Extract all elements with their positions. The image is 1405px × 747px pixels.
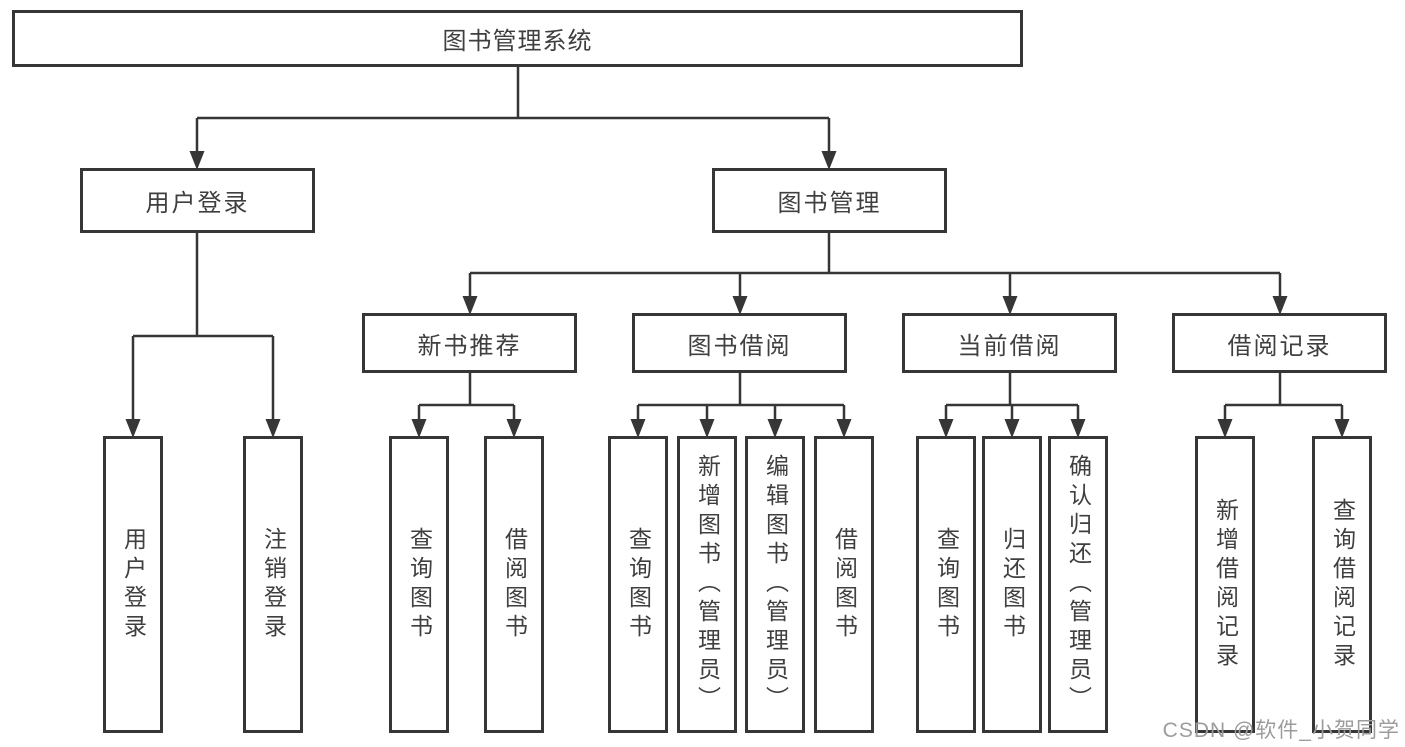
leaf-edit-books-admin: 编辑图书（管理员） [745, 436, 805, 733]
edge-root-to-level2 [195, 67, 831, 158]
leaf-user-login: 用户登录 [103, 436, 163, 733]
leaf-recommend-query-books: 查询图书 [389, 436, 449, 733]
leaf-recommend-borrow-books: 借阅图书 [484, 436, 544, 733]
node-user-login: 用户登录 [80, 168, 315, 233]
node-borrow-records: 借阅记录 [1172, 313, 1387, 373]
leaf-logout: 注销登录 [243, 436, 303, 733]
leaf-add-books-admin-label: 新增图书（管理员） [694, 454, 721, 715]
leaf-add-borrow-record: 新增借阅记录 [1195, 436, 1255, 733]
csdn-watermark: CSDN @软件_小贺同学 [1162, 719, 1400, 742]
node-new-book-recommend: 新书推荐 [362, 313, 577, 373]
leaf-confirm-return-admin-label: 确认归还（管理员） [1065, 454, 1092, 715]
leaf-recommend-borrow-books-label: 借阅图书 [501, 526, 528, 643]
leaf-current-query-books-label: 查询图书 [933, 526, 960, 643]
node-book-borrow: 图书借阅 [632, 313, 847, 373]
edge-new-book-recommend [417, 373, 516, 426]
leaf-current-query-books: 查询图书 [916, 436, 976, 733]
leaf-user-login-label: 用户登录 [120, 526, 147, 643]
edge-book-borrow [636, 373, 846, 426]
leaf-return-books: 归还图书 [982, 436, 1042, 733]
node-user-login-label: 用户登录 [145, 190, 250, 217]
node-root-label: 图书管理系统 [442, 28, 593, 55]
leaf-query-borrow-record-label: 查询借阅记录 [1329, 497, 1356, 672]
leaf-borrow-query-books-label: 查询图书 [625, 526, 652, 643]
leaf-recommend-query-books-label: 查询图书 [406, 526, 433, 643]
edge-current-borrow [944, 373, 1080, 426]
leaf-add-books-admin: 新增图书（管理员） [677, 436, 737, 733]
node-book-management: 图书管理 [712, 168, 947, 233]
node-current-borrow-label: 当前借阅 [957, 332, 1062, 360]
node-book-borrow-label: 图书借阅 [687, 332, 792, 360]
node-new-book-recommend-label: 新书推荐 [417, 332, 522, 360]
leaf-borrow-books: 借阅图书 [814, 436, 874, 733]
edge-user-login-to-leaves [131, 233, 275, 426]
node-borrow-records-label: 借阅记录 [1227, 332, 1332, 360]
leaf-add-borrow-record-label: 新增借阅记录 [1212, 497, 1239, 672]
node-current-borrow: 当前借阅 [902, 313, 1117, 373]
edge-book-mgmt-to-level3 [468, 233, 1282, 303]
arrowheads [125, 151, 1350, 438]
leaf-borrow-query-books: 查询图书 [608, 436, 668, 733]
edge-borrow-records [1223, 373, 1344, 426]
leaf-return-books-label: 归还图书 [999, 526, 1026, 643]
leaf-query-borrow-record: 查询借阅记录 [1312, 436, 1372, 733]
node-root: 图书管理系统 [12, 10, 1023, 67]
leaf-logout-label: 注销登录 [260, 526, 287, 643]
leaf-edit-books-admin-label: 编辑图书（管理员） [762, 454, 789, 715]
node-book-management-label: 图书管理 [777, 190, 882, 217]
leaf-confirm-return-admin: 确认归还（管理员） [1048, 436, 1108, 733]
leaf-borrow-books-label: 借阅图书 [831, 526, 858, 643]
